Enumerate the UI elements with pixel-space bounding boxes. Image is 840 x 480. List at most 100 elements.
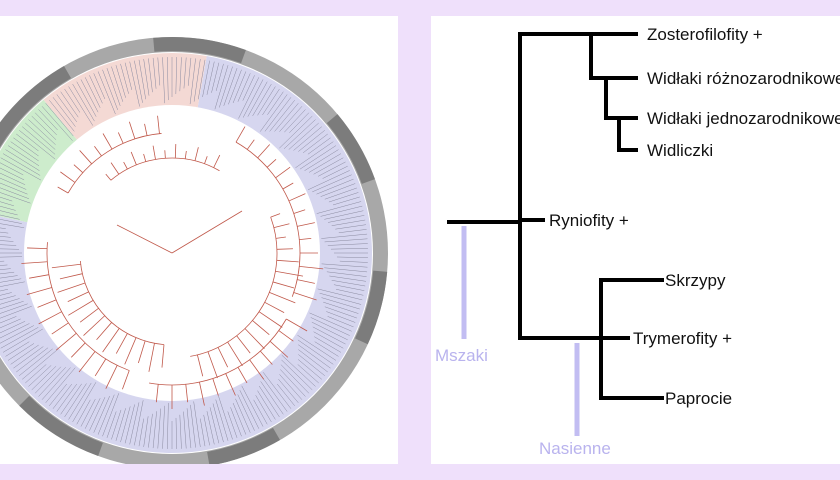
leaf-tick bbox=[237, 73, 251, 102]
leaf-tick bbox=[279, 115, 313, 149]
tree-branch bbox=[204, 156, 208, 164]
leaf-tick bbox=[295, 141, 334, 168]
leaf-tick bbox=[52, 97, 76, 127]
tree-branch bbox=[67, 133, 162, 194]
leaf-tick bbox=[299, 145, 337, 170]
leaf-tick bbox=[0, 210, 18, 216]
tree-branch bbox=[275, 236, 286, 239]
tree-branch bbox=[57, 186, 69, 194]
leaf-tick bbox=[324, 306, 357, 319]
leaf-tick bbox=[143, 416, 149, 447]
leaf-tick bbox=[72, 382, 97, 423]
leaf-tick bbox=[330, 248, 368, 250]
leaf-tick bbox=[0, 298, 20, 305]
leaf-tick bbox=[333, 284, 365, 291]
leaf-tick bbox=[324, 238, 368, 243]
leaf-tick bbox=[327, 243, 368, 246]
leaf-tick bbox=[215, 399, 229, 441]
leaf-tick bbox=[31, 365, 57, 391]
tree-branch bbox=[252, 320, 270, 335]
tree-branch bbox=[225, 373, 236, 396]
tree-branch bbox=[299, 237, 312, 241]
leaf-tick bbox=[0, 303, 28, 314]
leaf-tick bbox=[239, 390, 260, 429]
leaf-tick bbox=[0, 192, 31, 204]
tree-branch bbox=[235, 126, 246, 143]
leaf-tick bbox=[262, 372, 292, 409]
leaf-tick bbox=[0, 278, 22, 283]
leaf-tick bbox=[183, 57, 187, 89]
tree-branch bbox=[269, 341, 289, 358]
tree-branch bbox=[293, 209, 306, 214]
leaf-tick bbox=[138, 59, 146, 100]
leaf-tick bbox=[335, 289, 364, 296]
leaf-tick bbox=[311, 321, 348, 341]
leaf-tick bbox=[297, 334, 337, 361]
leaf-tick bbox=[97, 394, 115, 435]
tree-branch bbox=[130, 151, 137, 166]
tree-branch bbox=[110, 157, 220, 181]
leaf-tick bbox=[230, 407, 242, 437]
leaf-tick bbox=[218, 395, 233, 440]
leaf-tick bbox=[200, 418, 206, 447]
leaf-tick bbox=[212, 403, 224, 443]
leaf-tick bbox=[10, 344, 39, 365]
leaf-tick bbox=[232, 71, 247, 104]
leaf-tick bbox=[269, 100, 295, 132]
tree-branch bbox=[299, 265, 324, 270]
leaf-tick bbox=[327, 316, 354, 328]
leaf-tick bbox=[102, 69, 118, 111]
leaf-tick bbox=[321, 263, 368, 268]
leaf-tick bbox=[193, 59, 201, 102]
leaf-tick bbox=[329, 275, 366, 282]
leaf-tick bbox=[0, 264, 8, 266]
leaf-tick bbox=[280, 369, 306, 397]
leaf-tick bbox=[279, 374, 303, 400]
leaf-tick bbox=[189, 58, 196, 105]
leaf-tick bbox=[115, 65, 126, 98]
leaf-tick bbox=[298, 349, 328, 373]
tree-branch bbox=[273, 223, 290, 228]
leaf-tick bbox=[106, 68, 121, 106]
leaf-tick bbox=[319, 292, 362, 305]
leaf-tick bbox=[129, 402, 140, 445]
leaf-tick bbox=[0, 223, 25, 228]
tree-branch bbox=[227, 341, 243, 367]
leaf-tick bbox=[28, 119, 56, 145]
taxon-ryniofity: Ryniofity + bbox=[549, 211, 629, 230]
tree-branch bbox=[56, 333, 77, 351]
taxon-widlaki-jednozarodnikowe: Widłaki jednozarodnikowe bbox=[647, 109, 840, 128]
leaf-tick bbox=[80, 79, 99, 113]
leaf-tick bbox=[124, 62, 133, 90]
leaf-tick bbox=[124, 404, 135, 444]
leaf-tick bbox=[0, 268, 11, 270]
leaf-tick bbox=[13, 137, 39, 157]
tree-branch bbox=[102, 328, 120, 353]
tree-branch bbox=[275, 166, 291, 179]
leaf-tick bbox=[331, 219, 366, 226]
tree-ring-segment-2 bbox=[326, 114, 375, 184]
leaf-tick bbox=[179, 57, 182, 92]
leaf-tick bbox=[22, 126, 56, 155]
leaf-tick bbox=[317, 288, 363, 301]
leaf-tick bbox=[2, 328, 43, 353]
tree-branch bbox=[217, 347, 229, 368]
tree-branch bbox=[117, 132, 124, 144]
leaf-tick bbox=[13, 346, 44, 369]
tree-branch bbox=[276, 248, 293, 250]
tree-branch bbox=[197, 354, 204, 377]
leaf-tick bbox=[308, 153, 342, 173]
tree-branch bbox=[235, 141, 301, 297]
leaf-tick bbox=[0, 236, 11, 238]
leaf-tick bbox=[0, 196, 13, 202]
leaf-tick bbox=[34, 112, 57, 136]
leaf-tick bbox=[167, 57, 169, 101]
leaf-tick bbox=[56, 383, 77, 412]
leaf-tick bbox=[0, 300, 24, 310]
tree-branch bbox=[79, 260, 165, 346]
leaf-tick bbox=[84, 398, 101, 429]
tree-branch bbox=[60, 171, 76, 183]
leaf-tick bbox=[0, 157, 42, 181]
leaf-tick bbox=[237, 394, 255, 431]
tree-branch bbox=[124, 337, 137, 365]
